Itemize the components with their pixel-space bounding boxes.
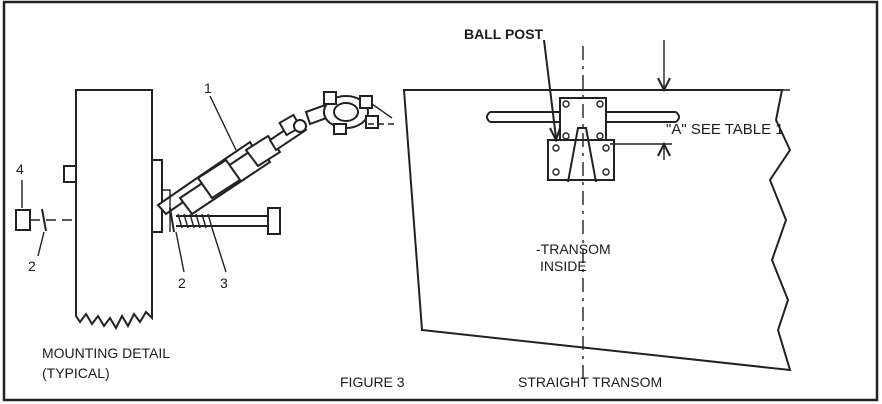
leader-ball-post	[543, 39, 557, 139]
transom-label-line2: INSIDE	[540, 258, 587, 274]
straight-transom-caption: STRAIGHT TRANSOM	[518, 374, 662, 390]
part-1-label: 1	[204, 80, 212, 96]
mounting-detail-subcaption: (TYPICAL)	[42, 365, 110, 381]
part-1-cylinder	[178, 91, 398, 216]
transom-board	[75, 89, 153, 331]
mounting-detail-caption: MOUNTING DETAIL	[42, 345, 170, 361]
part-2-washer-right	[169, 207, 175, 233]
part-3-label: 3	[220, 275, 228, 291]
tie-rod	[486, 111, 680, 123]
table-reference-label: "A" SEE TABLE 1	[666, 121, 784, 138]
leader-part-2-left	[37, 231, 45, 257]
mounting-detail-drawing	[15, 89, 398, 331]
upper-bolt-head	[63, 165, 77, 183]
leader-part-3	[211, 227, 227, 273]
part-3-bolt	[176, 207, 281, 235]
transom-label-line1: -TRANSOM	[536, 241, 611, 257]
part-2-left-label: 2	[28, 258, 36, 274]
part-2-washer-left	[41, 208, 47, 232]
ball-post-label: BALL POST	[464, 26, 544, 42]
part-2-right-label: 2	[178, 275, 186, 291]
part-4-nut	[15, 209, 31, 231]
transom-outline	[402, 89, 792, 372]
part-4-label: 4	[16, 161, 24, 177]
straight-transom-drawing	[402, 39, 792, 380]
bracket	[151, 159, 163, 233]
leader-part-2-right	[175, 231, 185, 273]
figure-caption: FIGURE 3	[340, 374, 405, 390]
leader-part-1	[209, 95, 237, 151]
